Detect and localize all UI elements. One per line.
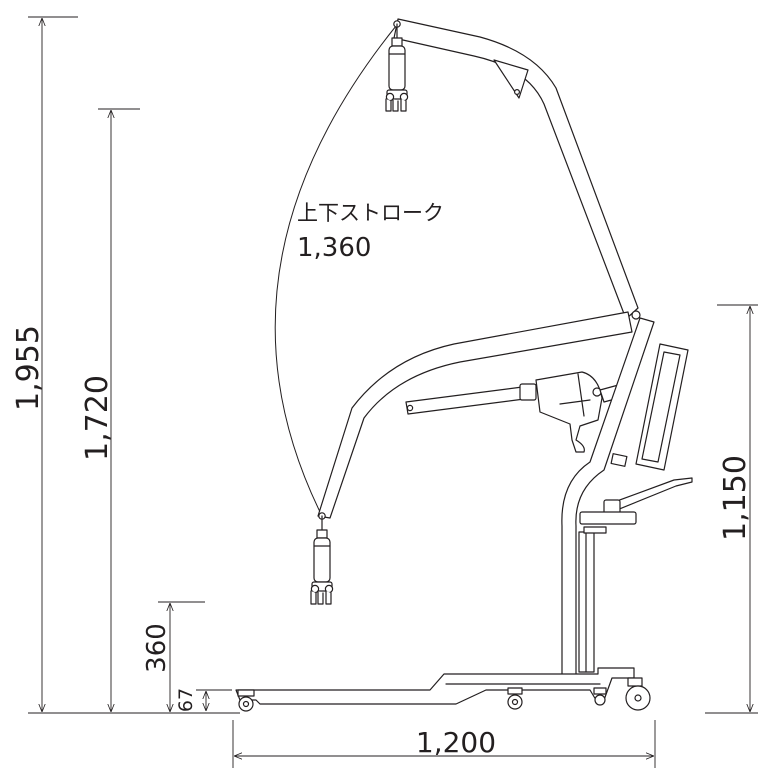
cylinder-top-cap: [583, 526, 607, 534]
actuator-collar: [519, 383, 537, 401]
stroke-value: 1,360: [297, 233, 371, 263]
patient-lift: [235, 18, 693, 712]
base-frame: [235, 667, 635, 705]
actuator-rod: [405, 385, 533, 415]
boom-raised-bracket-pin: [513, 88, 520, 95]
control-box-inner: [641, 351, 681, 463]
actuator-pivot: [592, 387, 602, 397]
stroke-arc: [274, 25, 397, 517]
actuator-motor: [535, 371, 603, 453]
lower-hanger: [310, 515, 334, 605]
actuator-motor-face: [559, 373, 591, 417]
boom-raised-bracket: [493, 59, 529, 99]
control-box-clip: [610, 453, 628, 467]
hanger-low-label: 360: [142, 623, 172, 673]
mast-height-label: 1,150: [718, 455, 753, 541]
boom-raised: [393, 18, 639, 320]
caster-front-left: [237, 689, 255, 712]
mast-top-pin: [631, 310, 641, 320]
caster-middle: [507, 687, 523, 710]
total-length-label: 1,200: [416, 726, 496, 759]
actuator-rod-pin: [406, 404, 414, 412]
total-height-label: 1,955: [11, 325, 46, 411]
dimension-lines: [28, 16, 758, 768]
base-height-label: 67: [175, 688, 197, 712]
stroke-caption: 上下ストローク: [297, 201, 444, 225]
caster-rear-small: [593, 687, 607, 706]
foot-plate: [579, 511, 637, 525]
upper-hanger: [385, 23, 409, 112]
arm-height-label: 1,720: [80, 375, 115, 461]
caster-rear-large: [625, 677, 651, 711]
